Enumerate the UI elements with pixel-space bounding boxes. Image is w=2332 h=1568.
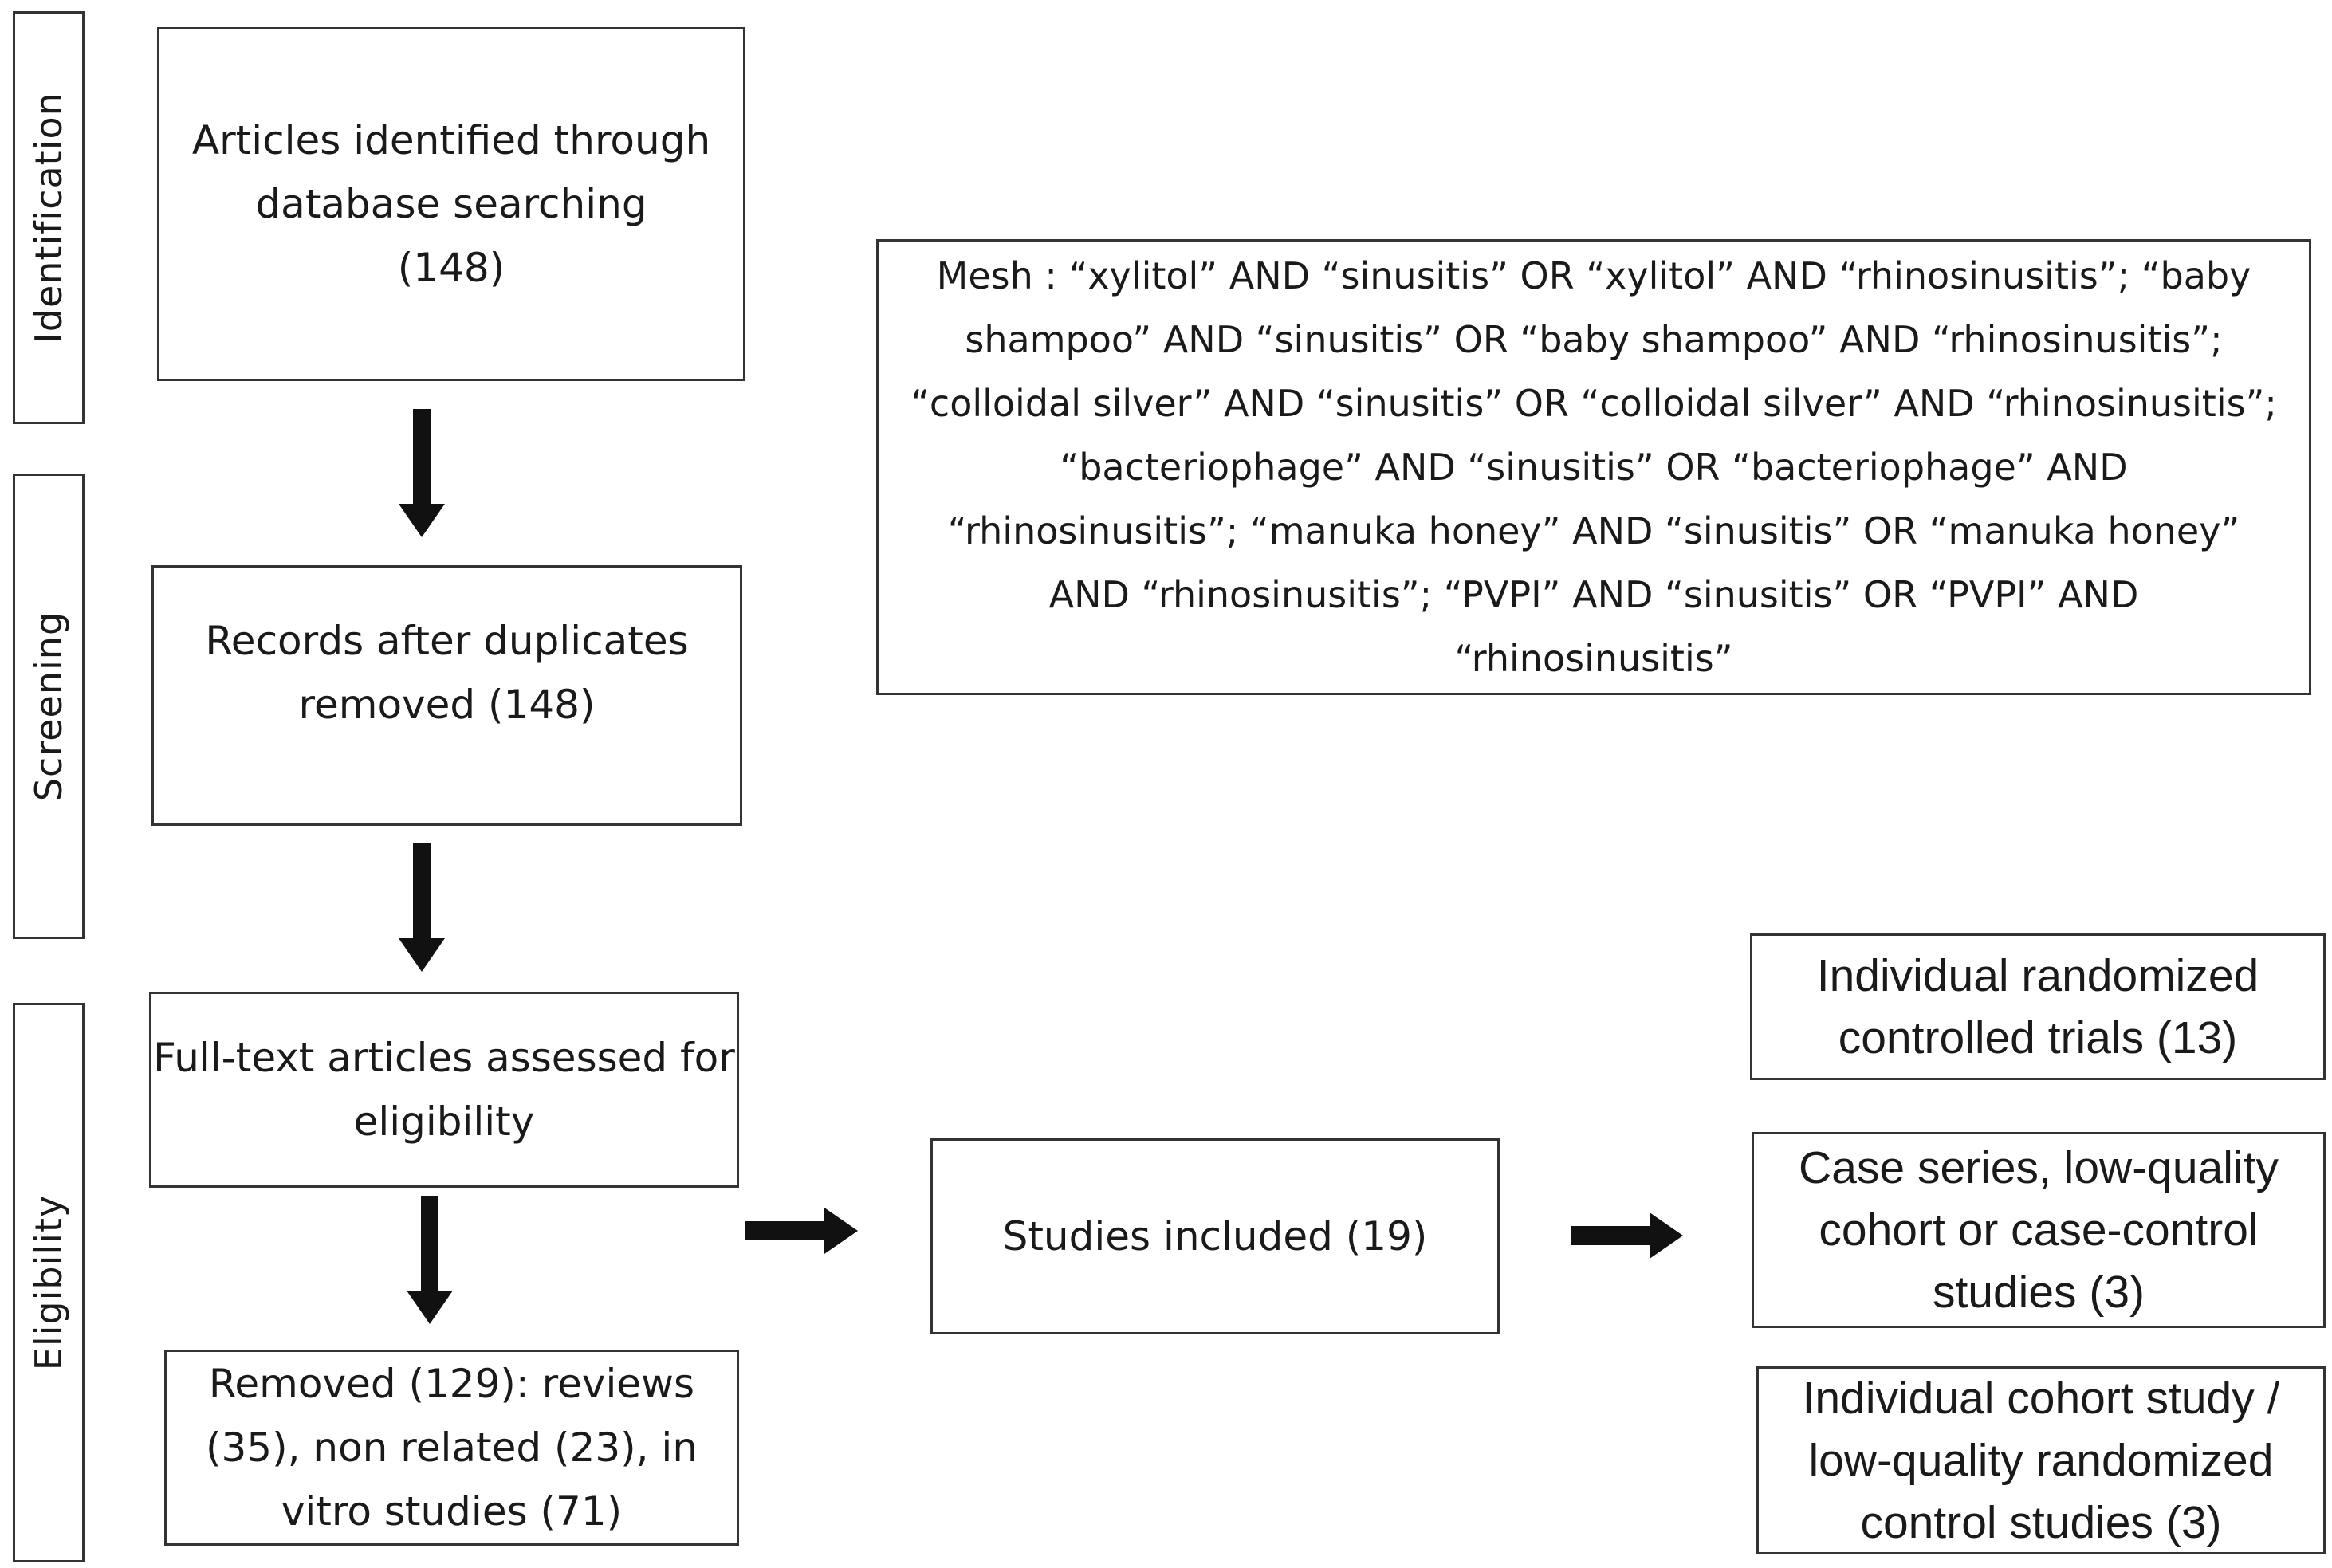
after-duplicates-text: Records after duplicates removed (148) (205, 618, 689, 728)
identified-box: Articles identified through database sea… (157, 27, 745, 381)
case-series-text: Case series, low-quality cohort or case-… (1799, 1142, 2279, 1318)
full-text-text: Full-text articles assessed for eligibil… (153, 1035, 735, 1145)
right-arrow-1 (745, 1208, 858, 1254)
rct-text: Individual randomized controlled trials … (1816, 950, 2259, 1063)
down-arrow-1 (399, 409, 445, 537)
studies-included-text: Studies included (19) (1002, 1213, 1428, 1260)
removed-text: Removed (129): reviews (35), non related… (205, 1361, 698, 1535)
studies-included-box: Studies included (19) (930, 1138, 1500, 1334)
mesh-terms-box: Mesh : “xylitol” AND “sinusitis” OR “xyl… (876, 239, 2311, 695)
phase-identification: Identification (13, 11, 85, 424)
phase-eligibility: Eligibility (13, 1003, 85, 1562)
mesh-terms-text: Mesh : “xylitol” AND “sinusitis” OR “xyl… (910, 254, 2277, 680)
removed-box: Removed (129): reviews (35), non related… (164, 1350, 739, 1546)
after-duplicates-box: Records after duplicates removed (148) (151, 565, 742, 826)
identified-text: Articles identified through database sea… (191, 117, 711, 291)
cohort-text: Individual cohort study / low-quality ra… (1802, 1373, 2280, 1548)
case-series-box: Case series, low-quality cohort or case-… (1752, 1132, 2326, 1328)
cohort-box: Individual cohort study / low-quality ra… (1756, 1366, 2326, 1554)
rct-box: Individual randomized controlled trials … (1750, 933, 2326, 1080)
down-arrow-2 (399, 843, 445, 972)
down-arrow-3 (407, 1196, 453, 1324)
right-arrow-2 (1571, 1212, 1683, 1259)
full-text-box: Full-text articles assessed for eligibil… (149, 992, 739, 1188)
phase-screening: Screening (13, 474, 85, 939)
